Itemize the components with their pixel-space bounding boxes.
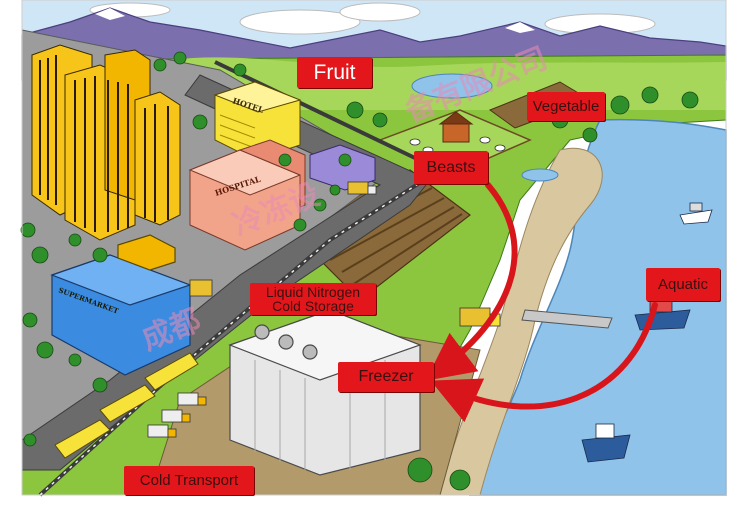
pier: [521, 309, 613, 329]
pond: [411, 73, 493, 99]
label-fruit-text: Fruit: [313, 61, 356, 84]
trees: [20, 51, 699, 491]
flow-arrows: [425, 182, 658, 423]
arrow-beasts-to-freezer: [425, 182, 518, 381]
freight-train: [54, 352, 199, 459]
label-cold-transport: Cold Transport: [124, 466, 254, 495]
label-liquid-nitrogen-cold-storage: Liquid Nitrogen Cold Storage: [250, 283, 376, 315]
clouds: [89, 2, 656, 35]
arrow-aquatic-to-freezer: [430, 302, 658, 423]
label-liquid-nitrogen-line1: Liquid Nitrogen: [265, 284, 361, 300]
label-fruit: Fruit: [297, 57, 372, 88]
label-freezer: Freezer: [338, 362, 434, 392]
label-liquid-nitrogen-line2: Cold Storage: [272, 298, 354, 314]
purple-building: [309, 144, 376, 191]
label-beasts: Beasts: [414, 151, 488, 184]
label-cold-transport-text: Cold Transport: [139, 472, 239, 489]
label-vegetable-text: Vegetable: [532, 98, 600, 115]
barn: [438, 111, 474, 143]
label-aquatic: Aquatic: [646, 268, 720, 301]
small-pond: [521, 168, 559, 182]
label-vegetable: Vegetable: [527, 92, 605, 121]
trucks: [147, 181, 501, 438]
label-aquatic-text: Aquatic: [657, 276, 709, 293]
image-frame: [21, 0, 727, 496]
tower-windows: [39, 55, 169, 232]
cold-storage-building: [228, 309, 422, 476]
supermarket-building: [50, 234, 192, 376]
label-beasts-text: Beasts: [426, 158, 476, 176]
label-freezer-text: Freezer: [358, 368, 414, 385]
hotel-building: [213, 81, 302, 161]
